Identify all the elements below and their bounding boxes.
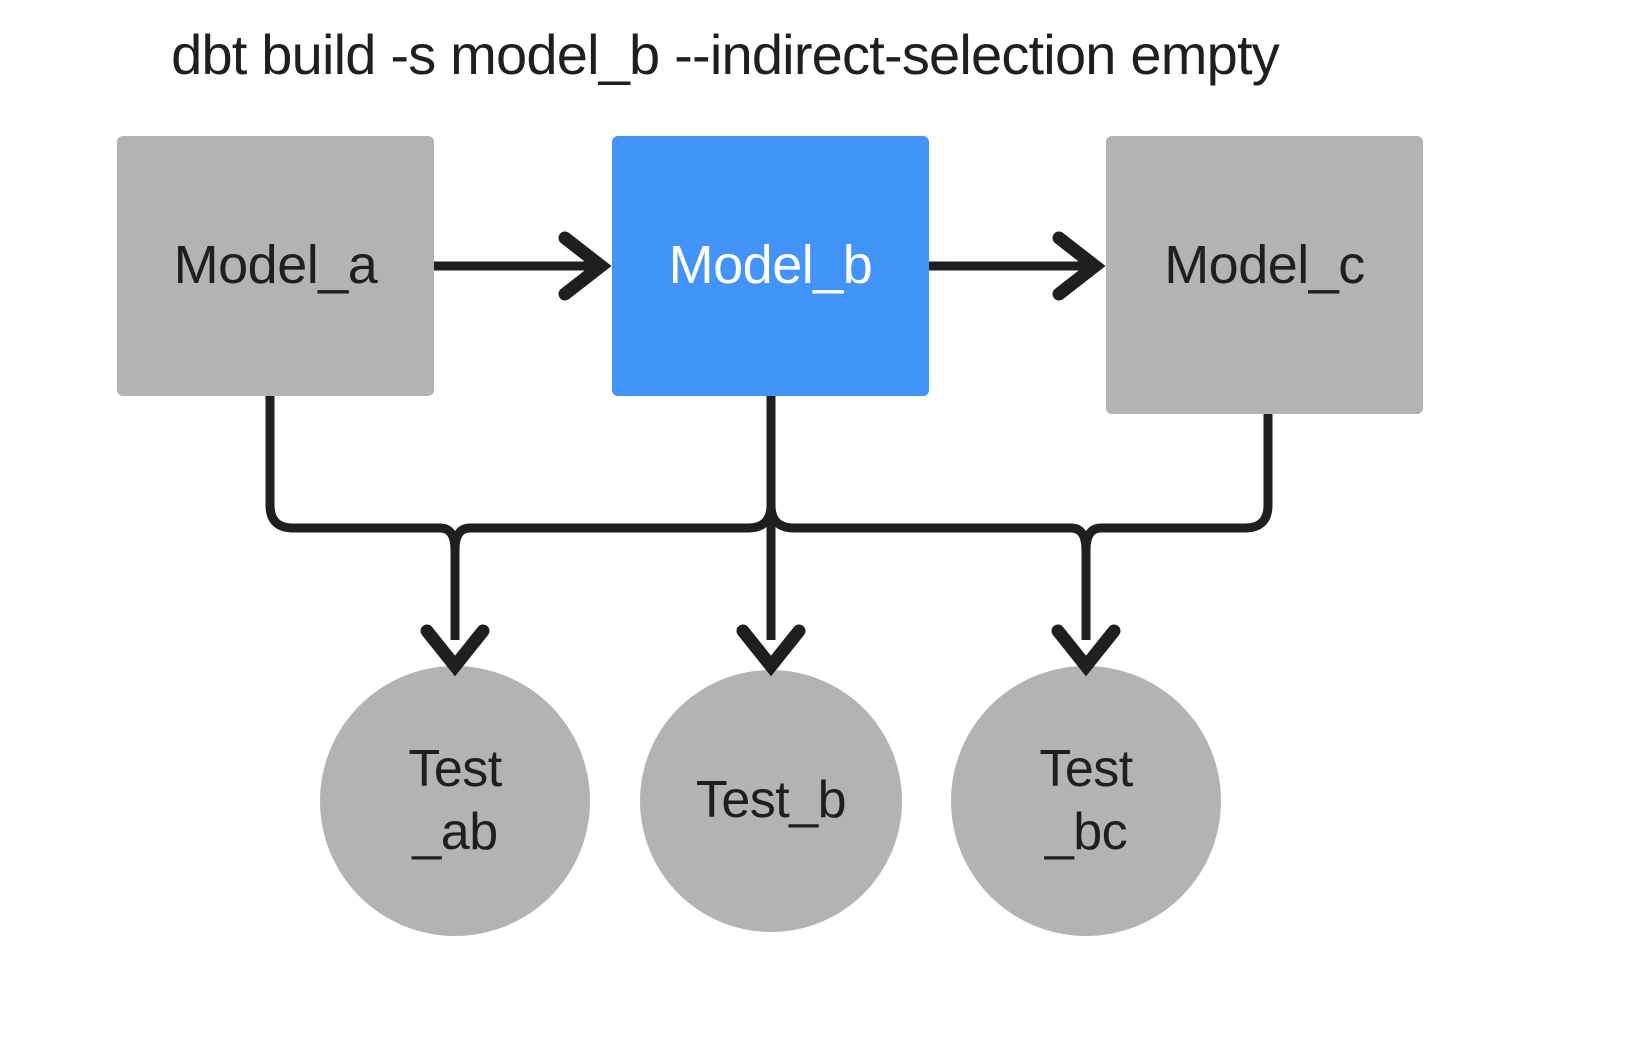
edge-model-c-to-test-bc [1081, 414, 1273, 551]
node-test-ab[interactable] [320, 666, 590, 936]
node-model-c[interactable] [1106, 136, 1423, 414]
node-test-bc[interactable] [951, 666, 1221, 936]
arrowhead-model-a-to-model-b [558, 231, 612, 301]
edge-model-b-to-test-ab [450, 396, 776, 551]
arrowhead-to-test-ab [420, 624, 490, 677]
arrowhead-to-test-bc [1051, 624, 1121, 677]
edge-model-a-to-test-ab [265, 396, 460, 640]
node-test-b[interactable] [640, 670, 902, 932]
diagram-title: dbt build -s model_b --indirect-selectio… [171, 23, 1280, 86]
node-model-a[interactable] [117, 136, 434, 396]
edge-model-b-to-test-bc [766, 396, 1091, 640]
arrowhead-model-b-to-model-c [1052, 231, 1106, 301]
arrowhead-to-test-b [736, 624, 806, 677]
node-model-b[interactable] [612, 136, 929, 396]
